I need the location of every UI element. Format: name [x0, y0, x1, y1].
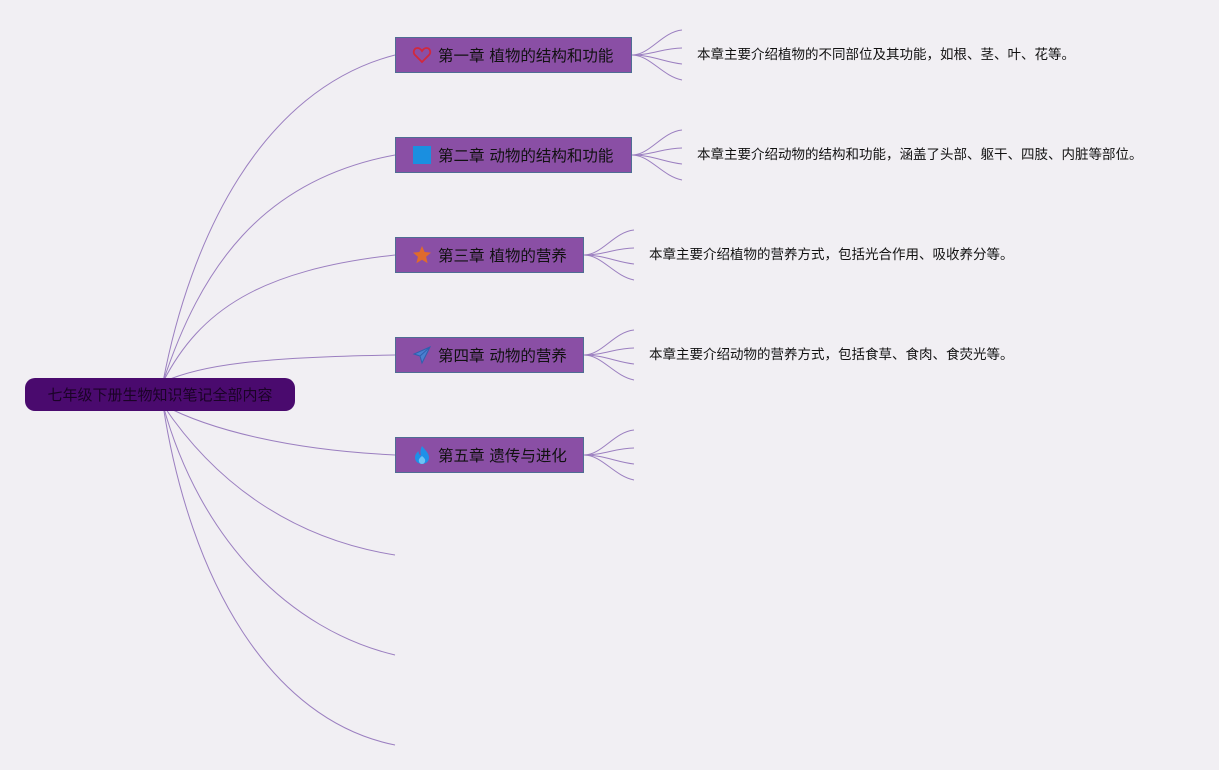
chapter-3-label: 第三章 植物的营养	[438, 247, 567, 265]
chapter-4-description: 本章主要介绍动物的营养方式，包括食草、食肉、食荧光等。	[649, 347, 1014, 363]
heart-outline-icon	[412, 45, 432, 65]
chapter-4-label: 第四章 动物的营养	[438, 347, 567, 365]
chapter-1-description: 本章主要介绍植物的不同部位及其功能，如根、茎、叶、花等。	[697, 47, 1075, 63]
connector-root-ch1	[162, 54, 396, 383]
connector-root-ch5	[162, 404, 396, 456]
root-topic-label: 七年级下册生物知识笔记全部内容	[47, 386, 273, 404]
chapter-3-node[interactable]: 第三章 植物的营养	[395, 237, 584, 273]
chapter-5-label: 第五章 遗传与进化	[438, 447, 567, 465]
connector-root-empty1	[162, 404, 396, 556]
chapter-2-label: 第二章 动物的结构和功能	[438, 147, 614, 165]
connector-root-ch3	[162, 254, 396, 383]
chapter-2-description: 本章主要介绍动物的结构和功能，涵盖了头部、躯干、四肢、内脏等部位。	[697, 147, 1143, 163]
connector-root-empty2	[162, 404, 396, 656]
chapter-1-label: 第一章 植物的结构和功能	[438, 47, 614, 65]
blue-flame-icon	[412, 445, 432, 465]
connector-root-ch2	[162, 154, 396, 383]
chapter-1-node[interactable]: 第一章 植物的结构和功能	[395, 37, 632, 73]
paper-plane-icon	[412, 345, 432, 365]
orange-star-icon	[412, 245, 432, 265]
root-topic[interactable]: 七年级下册生物知识笔记全部内容	[25, 378, 295, 411]
chapter-2-node[interactable]: 第二章 动物的结构和功能	[395, 137, 632, 173]
connector-root-ch4	[162, 354, 396, 383]
connector-root-empty3	[162, 404, 396, 746]
chapter-4-node[interactable]: 第四章 动物的营养	[395, 337, 584, 373]
chapter-5-node[interactable]: 第五章 遗传与进化	[395, 437, 584, 473]
chapter-3-description: 本章主要介绍植物的营养方式，包括光合作用、吸收养分等。	[649, 247, 1014, 263]
blue-square-icon	[412, 145, 432, 165]
